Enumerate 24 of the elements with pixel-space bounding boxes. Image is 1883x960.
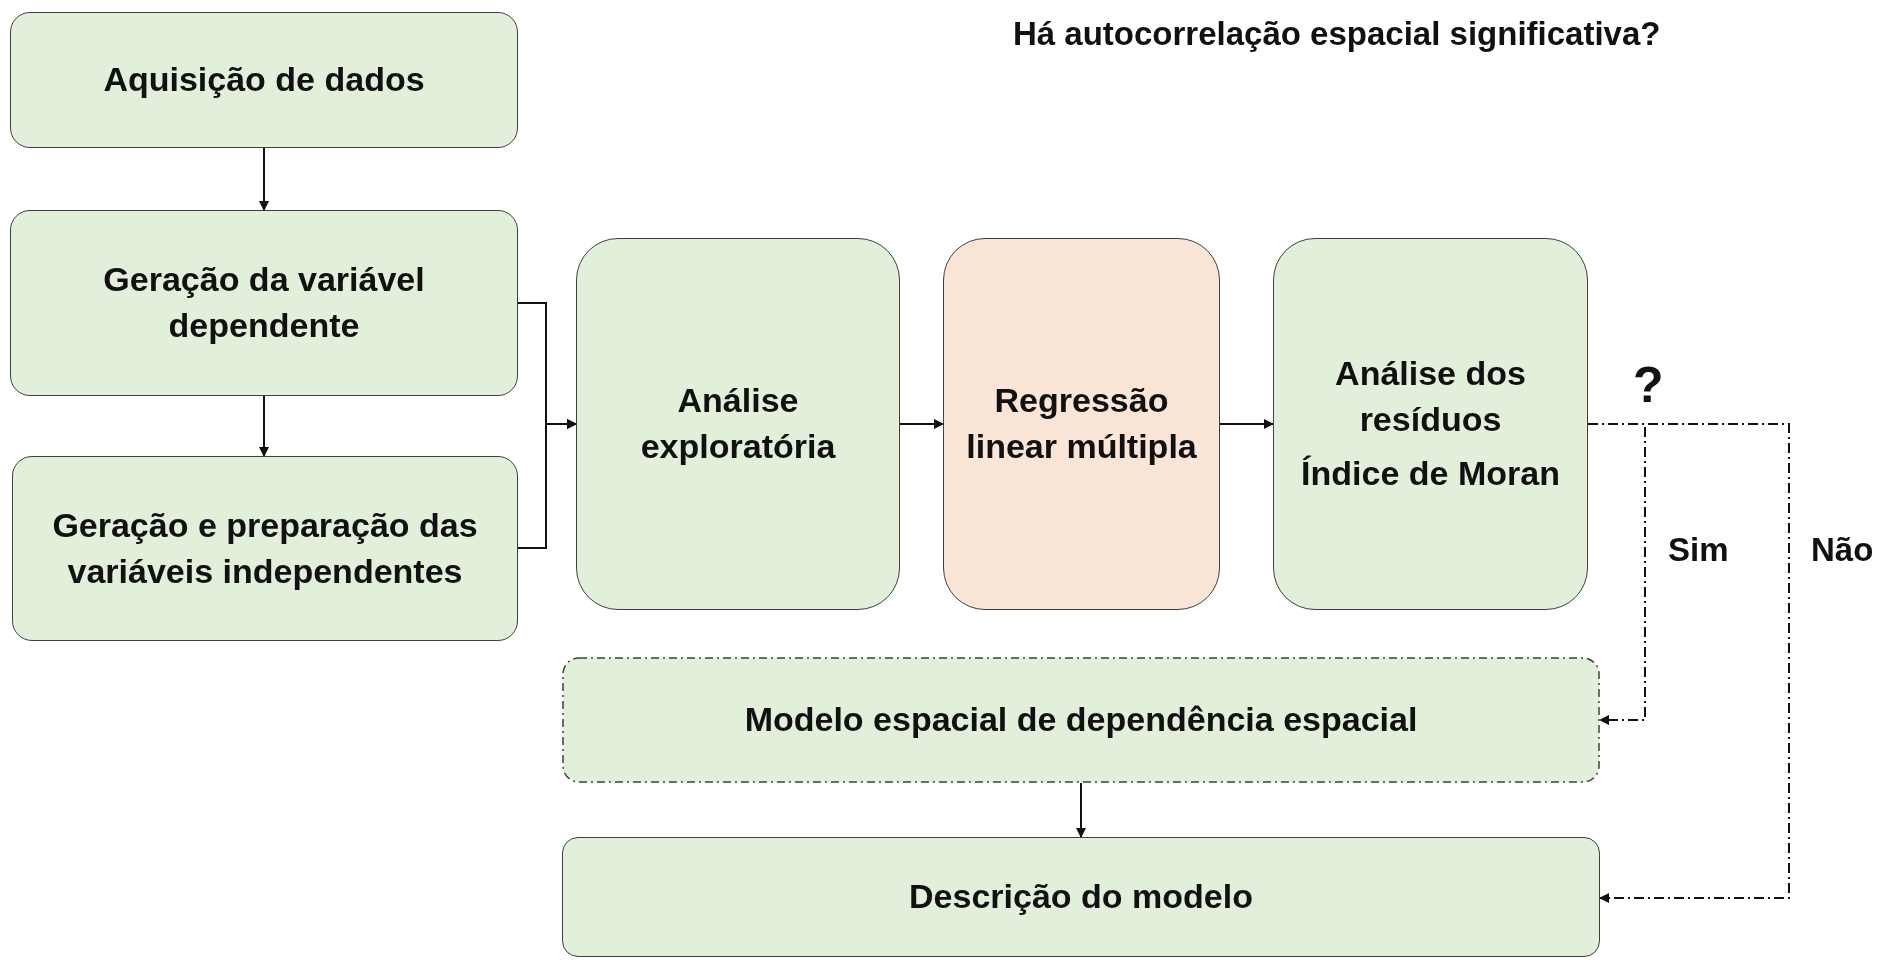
process-box (10, 12, 518, 148)
process-box (1273, 238, 1588, 610)
arrow (1219, 419, 1274, 429)
arrow (259, 395, 269, 457)
node-label: Regressão linear múltipla (965, 380, 1198, 467)
question-mark: ? (1632, 358, 1665, 413)
node-label: Geração da variável dependente (102, 259, 426, 346)
process-box (562, 837, 1600, 957)
arrow (259, 147, 269, 211)
process-box (576, 238, 900, 610)
arrow (517, 419, 577, 549)
node-label: Análise dos resíduos (1334, 353, 1527, 441)
process-box (10, 210, 518, 396)
node-label: Modelo espacial de dependência espacial (744, 699, 1418, 741)
node-label: Aquisição de dados (103, 59, 425, 101)
node-label: Descrição do modelo (909, 876, 1253, 918)
node-label: Geração e preparação das variáveis independentes (51, 504, 479, 592)
arrow (1076, 782, 1086, 838)
node-text: Índice de Moran (1301, 452, 1560, 494)
arrow (899, 419, 944, 429)
node-label: Análise exploratória (639, 380, 837, 467)
process-box (562, 657, 1600, 783)
process-box (12, 456, 518, 641)
process-box (943, 238, 1220, 610)
